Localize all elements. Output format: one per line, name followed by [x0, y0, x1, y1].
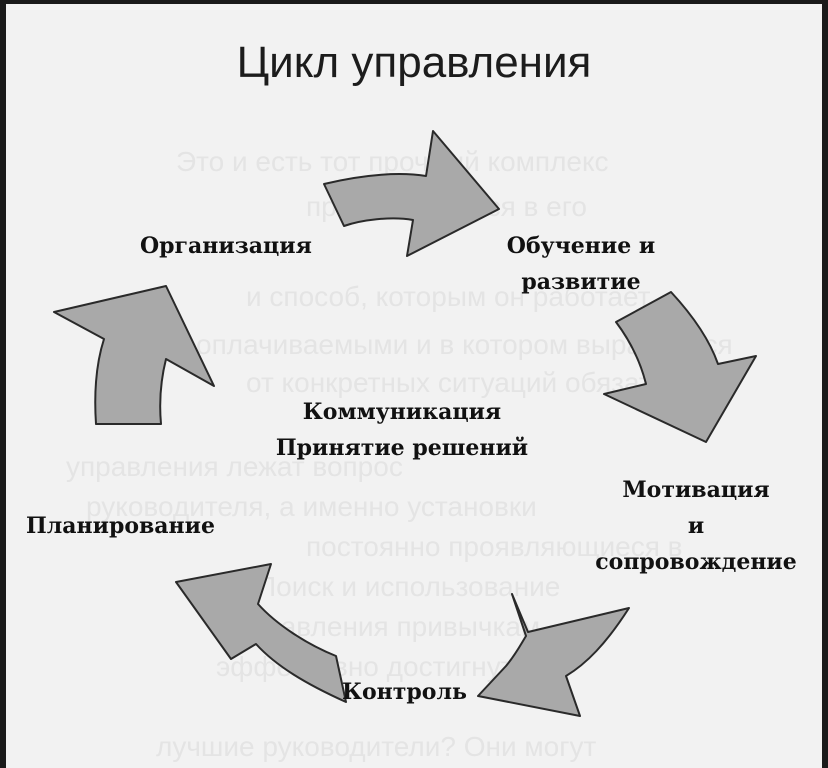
stage-training-line2: развитие [521, 269, 641, 295]
cycle-arrow-top [323, 130, 500, 257]
stage-motivation: Мотивация и сопровождение [576, 472, 816, 580]
stage-organization: Организация [140, 233, 312, 259]
cycle-arrow-bottom-right [477, 593, 630, 717]
stage-motivation-line1: Мотивация [622, 477, 770, 503]
stage-motivation-line3: сопровождение [595, 549, 797, 575]
stage-control: Контроль [342, 679, 467, 705]
cycle-arrow-right [603, 291, 757, 443]
center-decision-making: Принятие решений [275, 435, 529, 461]
center-communication: Коммуникация [302, 399, 502, 425]
cycle-arrows [53, 130, 757, 717]
stage-motivation-line2: и [687, 513, 705, 539]
stage-planning: Планирование [26, 513, 215, 539]
diagram-title: Цикл управления [236, 38, 592, 87]
cycle-arrow-bottom-left [175, 563, 347, 703]
stage-training: Обучение и развитие [486, 228, 676, 300]
center-block: Коммуникация Принятие решений [222, 394, 582, 466]
stage-training-line1: Обучение и [506, 233, 656, 259]
page: Это и есть тот прочный комплекс проявляю… [6, 4, 822, 768]
cycle-arrow-left [53, 285, 215, 425]
